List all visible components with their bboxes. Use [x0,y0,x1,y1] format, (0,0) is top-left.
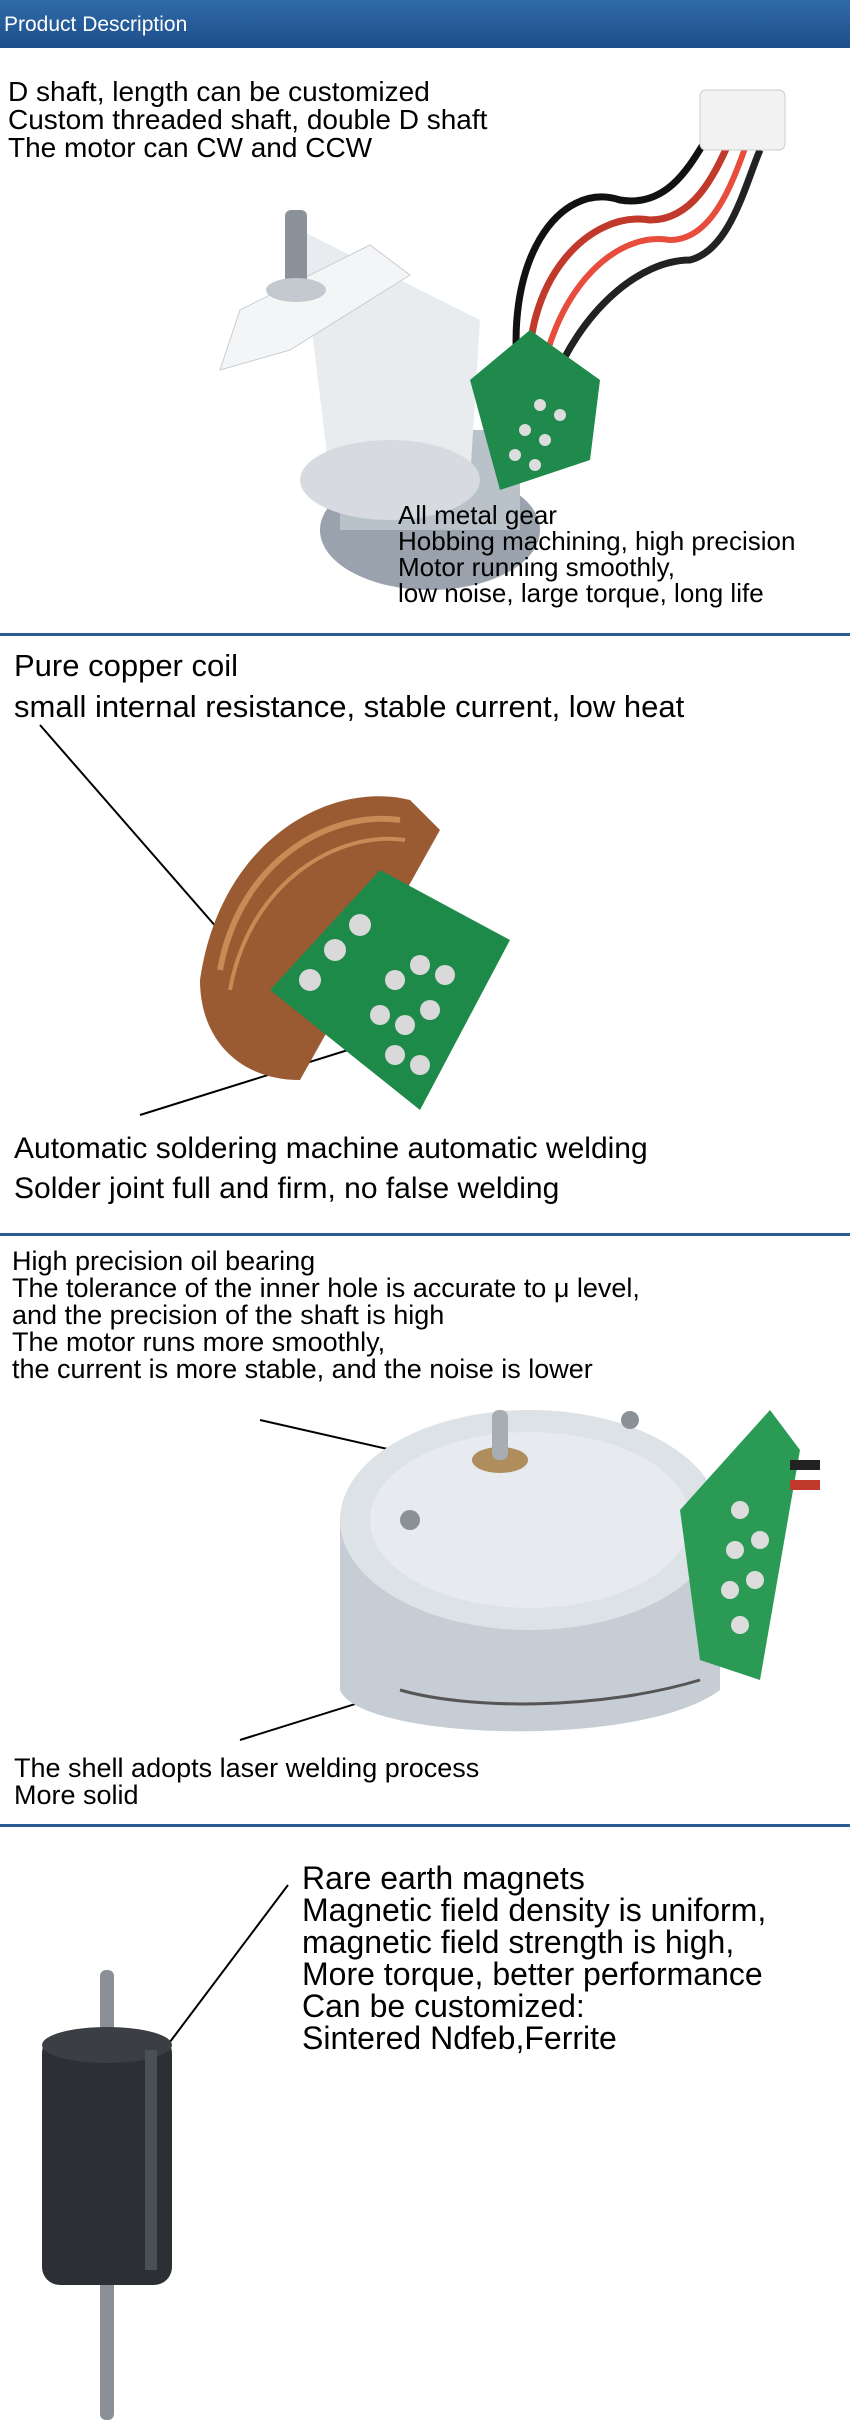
section3-line: The tolerance of the inner hole is accur… [12,1273,640,1303]
section1-line: Motor running smoothly, [398,552,675,582]
section3-line: The shell adopts laser welding process [14,1753,480,1783]
section3-line: the current is more stable, and the nois… [12,1354,593,1384]
product-description-header: Product Description [0,0,850,48]
section4-line: More torque, better performance [302,1956,763,1992]
section4-line: Sintered Ndfeb,Ferrite [302,2020,617,2056]
section4-text: Rare earth magnets Magnetic field densit… [302,1862,766,2054]
section4-line: Can be customized: [302,1988,585,2024]
section4-line: magnetic field strength is high, [302,1924,735,1960]
section2-line: Automatic soldering machine automatic we… [14,1132,648,1165]
section1-line: Custom threaded shaft, double D shaft [8,104,488,135]
section1-line: All metal gear [398,500,557,530]
section2-line: Pure copper coil [14,648,239,683]
section1-line: Hobbing machining, high precision [398,526,796,556]
section-divider [0,1824,850,1827]
section3-line: The motor runs more smoothly, [12,1327,386,1357]
section2-top-text: Pure copper coil small internal resistan… [14,650,684,722]
section2-line: Solder joint full and firm, no false wel… [14,1172,560,1205]
section1-line: D shaft, length can be customized [8,76,430,107]
section3-bottom-text: The shell adopts laser welding process M… [14,1755,479,1809]
section1-top-text: D shaft, length can be customized Custom… [8,78,487,162]
section3-line: and the precision of the shaft is high [12,1300,445,1330]
rare-earth-magnet-image [42,1884,289,2420]
section1-bottom-text: All metal gear Hobbing machining, high p… [398,502,795,606]
geared-stepper-motor-image [219,89,786,590]
section3-line: More solid [14,1780,139,1810]
section-divider [0,1233,850,1236]
section2-bottom-text: Automatic soldering machine automatic we… [14,1134,648,1204]
section-divider [0,633,850,636]
section3-line: High precision oil bearing [12,1246,316,1276]
section1-line: low noise, large torque, long life [398,578,764,608]
section4-line: Magnetic field density is uniform, [302,1892,767,1928]
copper-coil-image [39,724,510,1116]
section2-line: small internal resistance, stable curren… [14,689,685,724]
motor-oil-bearing-image [239,1410,820,1741]
section1-line: The motor can CW and CCW [8,132,373,163]
header-title: Product Description [4,13,188,36]
section4-line: Rare earth magnets [302,1860,585,1896]
section3-top-text: High precision oil bearing The tolerance… [12,1248,640,1383]
